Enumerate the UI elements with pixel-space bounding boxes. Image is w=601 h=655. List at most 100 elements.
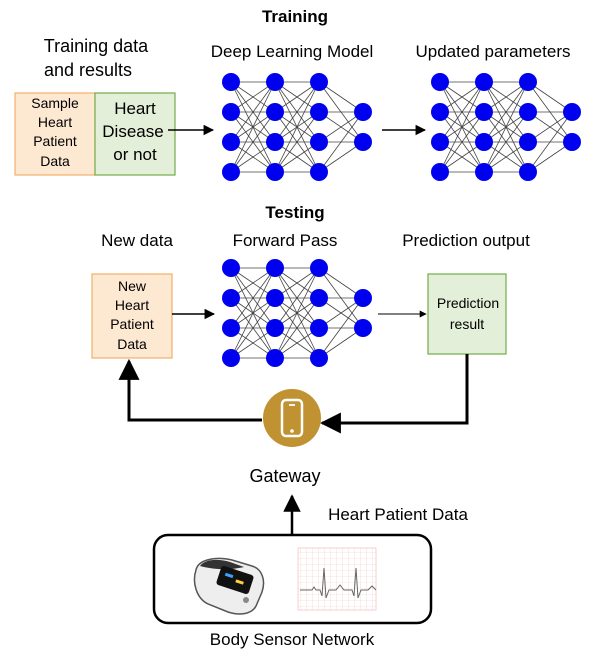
network-node — [431, 133, 449, 151]
network-node — [563, 133, 581, 151]
network-edge — [230, 81, 276, 173]
network-node — [431, 73, 449, 91]
network-edge — [230, 267, 276, 359]
network-edge — [230, 267, 276, 329]
training-data-label: Training data — [44, 36, 149, 56]
new-data-label: New data — [101, 231, 173, 250]
network-node — [310, 103, 328, 121]
disease-line-1: Heart — [114, 99, 156, 118]
training-data-label-2: and results — [44, 60, 132, 80]
network-node — [563, 103, 581, 121]
network-node — [266, 163, 284, 181]
network-node — [354, 319, 372, 337]
heart-patient-data-label: Heart Patient Data — [328, 505, 468, 524]
network-edge — [318, 111, 364, 173]
prediction-line-1: Prediction — [437, 295, 499, 311]
smartphone-icon — [263, 389, 321, 447]
new-data-text: New Heart Patient Data — [110, 278, 154, 352]
network-node — [266, 319, 284, 337]
network-node — [310, 133, 328, 151]
network-node — [475, 163, 493, 181]
arrow-prediction-to-gateway — [319, 354, 469, 434]
oximeter-button — [243, 597, 249, 603]
network-node — [310, 259, 328, 277]
network-node — [310, 73, 328, 91]
sample-line-2: Heart — [38, 114, 72, 130]
network-edge — [483, 111, 529, 173]
network-node — [266, 73, 284, 91]
network-edge — [274, 267, 320, 359]
network-node — [519, 103, 537, 121]
forward-pass-label: Forward Pass — [233, 231, 338, 250]
network-edge — [274, 111, 320, 173]
network-node — [475, 133, 493, 151]
new-line-4: Data — [117, 336, 147, 352]
updated-parameters-label: Updated parameters — [416, 42, 571, 61]
network-node — [222, 133, 240, 151]
sample-data-text: Sample Heart Patient Data — [31, 95, 79, 169]
network-node — [222, 73, 240, 91]
network-node — [266, 289, 284, 307]
new-line-2: Heart — [115, 297, 149, 313]
network-node — [310, 349, 328, 367]
network-edge — [439, 111, 485, 173]
network-node — [475, 73, 493, 91]
network-edge — [230, 111, 276, 173]
network-edge — [483, 81, 529, 143]
network-node — [354, 289, 372, 307]
network-node — [310, 319, 328, 337]
oximeter-display-bar — [224, 572, 234, 579]
new-data-box — [91, 273, 173, 359]
network-node — [354, 103, 372, 121]
network-edge — [230, 297, 276, 359]
network-node — [266, 133, 284, 151]
prediction-line-2: result — [450, 316, 484, 332]
new-line-3: Patient — [110, 316, 154, 332]
network-edge — [318, 297, 364, 359]
network-edge — [274, 267, 320, 329]
oximeter-display-bar-2 — [235, 579, 244, 585]
network-node — [222, 349, 240, 367]
network-edge — [483, 81, 529, 173]
training-network — [222, 73, 372, 181]
training-heading: Training — [262, 7, 328, 26]
network-edge — [274, 81, 320, 173]
phone-body — [280, 398, 304, 438]
network-node — [519, 133, 537, 151]
phone-button — [290, 429, 294, 433]
network-node — [310, 289, 328, 307]
network-node — [519, 73, 537, 91]
network-node — [519, 163, 537, 181]
network-edge — [439, 81, 485, 143]
deep-learning-model-label: Deep Learning Model — [211, 42, 374, 61]
network-edge — [274, 81, 320, 143]
sample-line-3: Patient — [33, 133, 77, 149]
network-node — [266, 349, 284, 367]
network-node — [354, 133, 372, 151]
network-node — [222, 259, 240, 277]
oximeter-clip — [200, 559, 244, 570]
network-node — [266, 103, 284, 121]
heart-disease-text: Heart Disease or not — [102, 99, 163, 164]
network-node — [266, 259, 284, 277]
network-node — [222, 163, 240, 181]
disease-line-2: Disease — [102, 122, 163, 141]
updated-network — [431, 73, 581, 181]
ecg-trace — [300, 567, 377, 599]
prediction-output-label: Prediction output — [402, 231, 530, 250]
heart-disease-box — [94, 92, 176, 176]
new-line-1: New — [118, 278, 147, 294]
network-node — [475, 103, 493, 121]
arrow-gateway-to-new-data — [118, 358, 262, 422]
disease-line-3: or not — [113, 145, 157, 164]
network-edge — [527, 111, 573, 173]
gateway-label: Gateway — [249, 466, 320, 486]
network-node — [431, 103, 449, 121]
forward-pass-network — [222, 259, 372, 367]
prediction-result-box — [427, 273, 507, 355]
ecg-paper — [297, 547, 377, 611]
network-node — [310, 163, 328, 181]
sample-line-4: Data — [40, 153, 70, 169]
sample-data-box — [14, 92, 96, 176]
